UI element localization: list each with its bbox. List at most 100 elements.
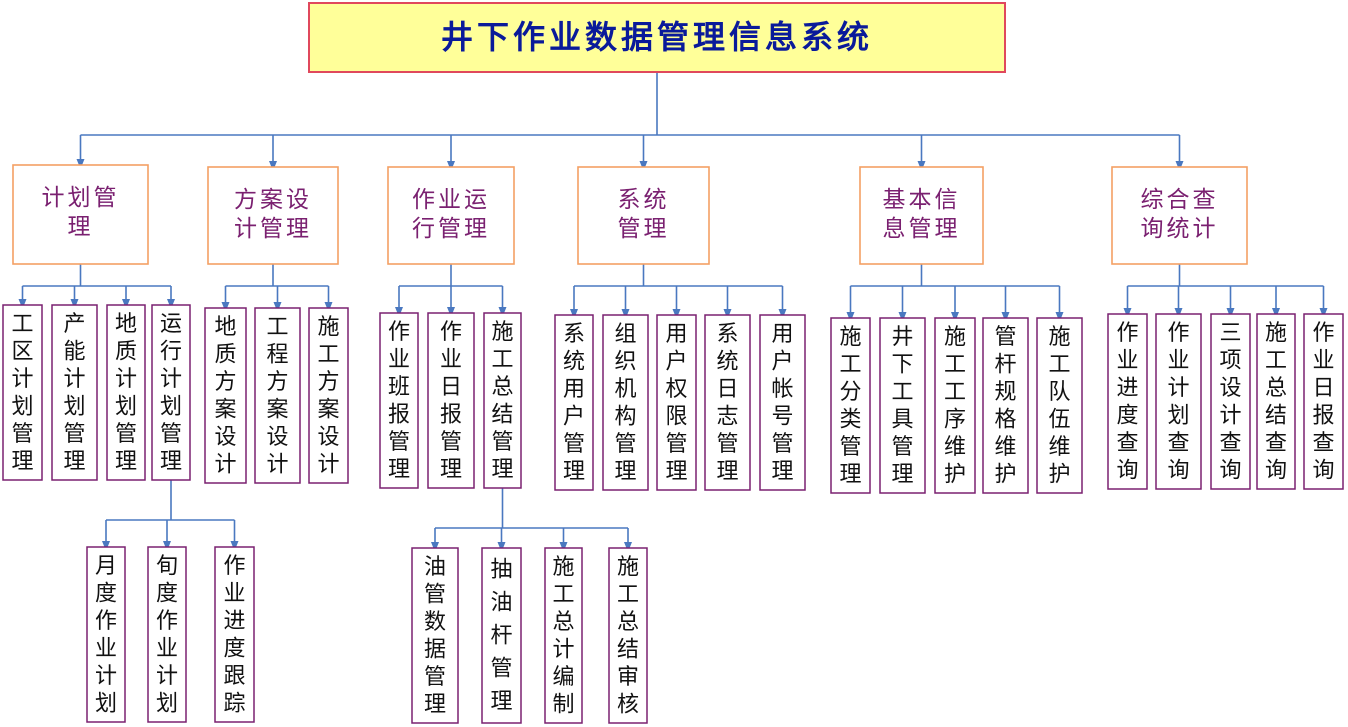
leaf-label-char: 查 (1312, 431, 1334, 456)
leaf-label-char: 帐 (771, 377, 793, 402)
leaf-label-char: 管 (491, 430, 513, 455)
leaf-label-char: 井 (891, 325, 913, 350)
module-box-m4 (577, 166, 710, 265)
leaf-label-char: 户 (665, 349, 687, 374)
sub-leaf-label-char: 制 (552, 692, 574, 717)
sub-leaf-box (214, 546, 255, 723)
leaf-label-char: 度 (1116, 403, 1138, 428)
leaf-box (1107, 313, 1148, 490)
sub-leaf-label-char: 总 (617, 610, 639, 635)
leaf-label-char: 施 (839, 325, 861, 350)
sub-leaf-label-char: 总 (552, 610, 574, 635)
leaf-label-char: 用 (665, 322, 687, 347)
sub-leaf-label-char: 施 (552, 555, 574, 580)
leaf-box (934, 317, 976, 494)
leaf-label-char: 工 (266, 315, 288, 340)
leaf-label-char: 三 (1219, 321, 1241, 346)
sub-leaf-box (608, 547, 648, 724)
sub-leaf-label-char: 施 (617, 555, 639, 580)
leaf-label-char: 设 (266, 425, 288, 450)
sub-leaf-label-char: 度 (95, 581, 117, 606)
leaf-label-char: 地 (115, 312, 137, 337)
sub-leaf-label-char: 理 (490, 690, 512, 715)
module-box-m1 (12, 164, 149, 265)
leaf-label-char: 项 (1219, 348, 1241, 373)
leaf-label-char: 理 (665, 459, 687, 484)
leaf-label-char: 维 (1048, 435, 1070, 460)
leaf-label-char: 理 (771, 459, 793, 484)
sub-leaf-label-char: 抽 (490, 558, 512, 583)
sub-leaf-label-char: 踪 (223, 691, 245, 716)
leaf-label-char: 报 (388, 402, 410, 427)
leaf-box (656, 314, 697, 491)
leaf-label-char: 行 (160, 339, 182, 364)
leaf-label-char: 管 (440, 430, 462, 455)
sub-leaf-label-char: 进 (223, 609, 245, 634)
leaf-label-char: 系 (716, 322, 738, 347)
leaf-box (554, 314, 594, 491)
leaf-label-char: 类 (839, 407, 861, 432)
leaf-label-char: 管 (115, 422, 137, 447)
leaf-label-char: 作 (1312, 321, 1334, 346)
leaf-label-char: 报 (1312, 403, 1334, 428)
leaf-label-char: 方 (214, 370, 236, 395)
leaf-label-char: 机 (614, 377, 636, 402)
sub-leaf-box (147, 546, 187, 723)
leaf-box (2, 304, 43, 481)
leaf-label-char: 管 (388, 430, 410, 455)
sub-leaf-label-char: 计 (552, 637, 574, 662)
leaf-label-char: 施 (1265, 321, 1287, 346)
leaf-label-char: 计 (115, 367, 137, 392)
leaf-label-char: 杆 (994, 352, 1016, 377)
leaf-label-char: 案 (266, 397, 288, 422)
sub-leaf-label-char: 作 (95, 609, 117, 634)
leaf-label-char: 统 (716, 349, 738, 374)
leaf-label-char: 计 (1219, 403, 1241, 428)
sub-leaf-label-char: 管 (490, 657, 512, 682)
leaf-label-char: 规 (994, 380, 1016, 405)
sub-leaf-box (411, 547, 459, 724)
leaf-label-char: 日 (716, 377, 738, 402)
leaf-label-char: 志 (716, 404, 738, 429)
leaf-label-char: 队 (1048, 380, 1070, 405)
leaf-label-char: 地 (214, 315, 236, 340)
sub-leaf-label-char: 编 (552, 665, 574, 690)
sub-leaf-label-char: 划 (95, 691, 117, 716)
leaf-label-char: 分 (839, 380, 861, 405)
leaf-label-char: 具 (891, 407, 913, 432)
leaf-label-char: 工 (317, 342, 339, 367)
leaf-label-char: 质 (214, 342, 236, 367)
leaf-label-char: 用 (771, 322, 793, 347)
leaf-label-char: 管 (665, 432, 687, 457)
leaf-label-char: 工 (839, 352, 861, 377)
module-label-m5: 基本信 (883, 187, 961, 213)
leaf-label-char: 维 (994, 435, 1016, 460)
leaf-box (1303, 313, 1344, 490)
leaf-label-char: 总 (1265, 376, 1287, 401)
leaf-label-char: 查 (1167, 431, 1189, 456)
sub-leaf-label-char: 度 (156, 581, 178, 606)
sub-leaf-box (86, 546, 126, 723)
leaf-box (1036, 317, 1083, 494)
leaf-label-char: 询 (1265, 458, 1287, 483)
leaf-label-char: 组 (614, 322, 636, 347)
leaf-box (602, 314, 649, 491)
sub-leaf-label-char: 管 (424, 582, 446, 607)
leaf-label-char: 询 (1167, 458, 1189, 483)
leaf-label-char: 业 (440, 347, 462, 372)
leaf-label-char: 班 (388, 375, 410, 400)
module-label-m2: 方案设 (234, 187, 312, 213)
sub-leaf-label-char: 杆 (490, 624, 512, 649)
module-label-m3: 作业运 (412, 187, 490, 213)
leaf-label-char: 施 (317, 315, 339, 340)
leaf-label-char: 计 (317, 452, 339, 477)
leaf-label-char: 计 (266, 452, 288, 477)
leaf-label-char: 区 (11, 339, 33, 364)
module-label-m1: 理 (68, 214, 94, 240)
leaf-label-char: 用 (563, 377, 585, 402)
leaf-label-char: 管 (771, 432, 793, 457)
leaf-box (427, 312, 475, 489)
leaf-label-char: 查 (1116, 431, 1138, 456)
